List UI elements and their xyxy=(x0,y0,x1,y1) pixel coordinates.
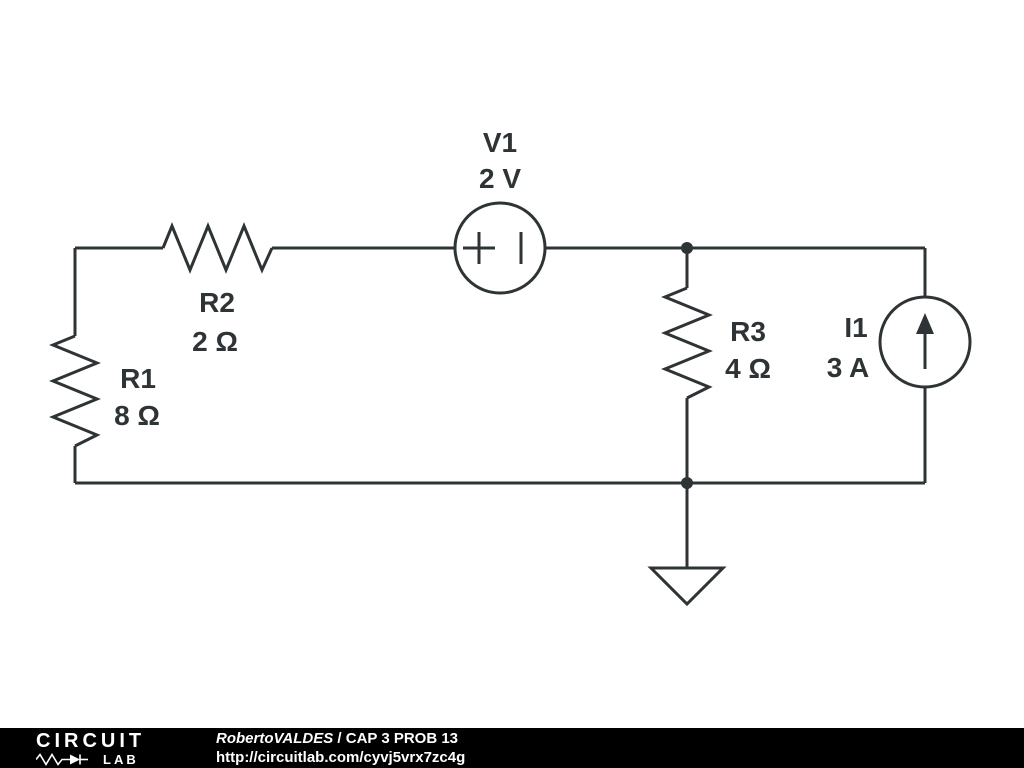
schematic-title: CAP 3 PROB 13 xyxy=(345,730,459,747)
footer-credit: RobertoVALDES / CAP 3 PROB 13 http://cir… xyxy=(216,729,465,767)
r2-value: 2 Ω xyxy=(192,326,238,357)
ground-symbol[interactable] xyxy=(647,566,727,607)
credit-separator: / xyxy=(333,730,346,747)
r1-value: 8 Ω xyxy=(114,400,160,431)
credit-line: RobertoVALDES / CAP 3 PROB 13 xyxy=(216,729,465,748)
v1-label: V1 xyxy=(483,127,517,158)
i1-arrow-head-icon xyxy=(916,313,934,334)
junction-dot-top xyxy=(681,242,693,254)
v1-plus-icon xyxy=(463,232,495,264)
resistor-r1-symbol[interactable] xyxy=(49,334,101,448)
schematic-canvas: V1 2 V R2 2 Ω R1 8 Ω R3 4 Ω I1 3 A xyxy=(49,127,972,607)
r3-value: 4 Ω xyxy=(725,353,771,384)
voltage-source-v1-symbol[interactable] xyxy=(453,201,547,295)
resistor-r3-symbol[interactable] xyxy=(661,286,713,400)
i1-label: I1 xyxy=(844,312,867,343)
i1-value: 3 A xyxy=(827,352,870,383)
circuit-schematic: V1 2 V R2 2 Ω R1 8 Ω R3 4 Ω I1 3 A xyxy=(49,127,972,607)
junction-dot-bottom xyxy=(681,477,693,489)
r3-label: R3 xyxy=(730,316,766,347)
circuitlab-footer-bar: CIRCUIT LAB RobertoVALDES / CAP 3 PROB 1… xyxy=(0,728,1024,768)
schematic-strokes xyxy=(49,201,972,607)
schematic-url-link[interactable]: http://circuitlab.com/cyvj5vrx7zc4g xyxy=(216,749,466,766)
circuitlab-logo: CIRCUIT LAB xyxy=(36,731,194,766)
author-name: RobertoVALDES xyxy=(216,730,334,747)
resistor-r2-symbol[interactable] xyxy=(161,222,274,274)
v1-value: 2 V xyxy=(479,163,521,194)
logo-circuit-text: CIRCUIT xyxy=(36,729,146,752)
logo-schematic-icon xyxy=(36,752,88,766)
r2-label: R2 xyxy=(199,287,235,318)
r1-label: R1 xyxy=(120,363,156,394)
logo-lab-text: LAB xyxy=(103,751,139,767)
